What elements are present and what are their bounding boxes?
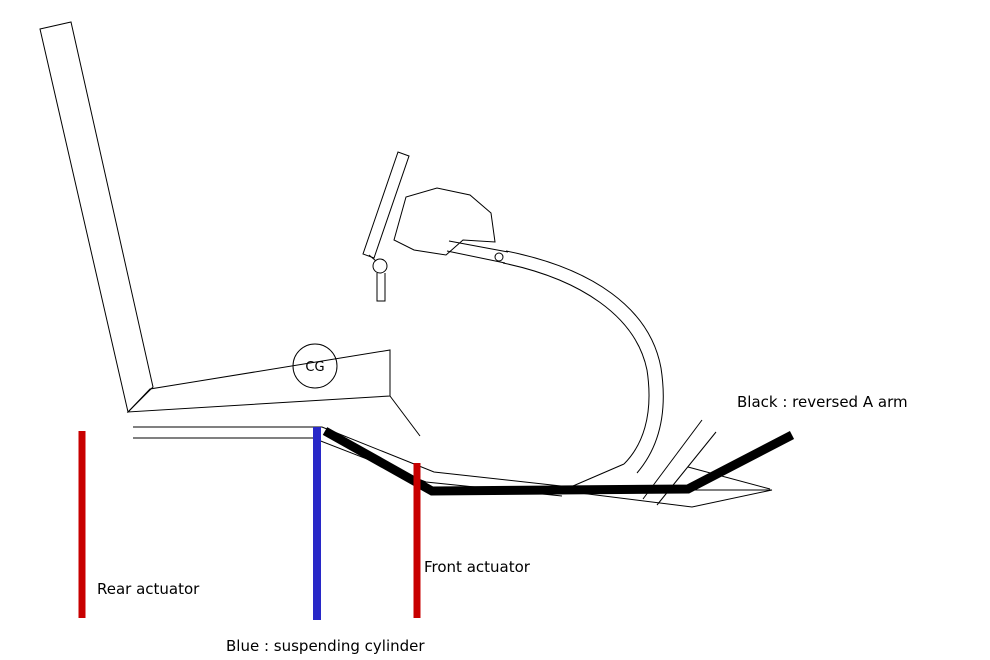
console-fairing-outline — [393, 187, 496, 256]
front-fork-top-line — [687, 466, 771, 490]
a-arm-label: Black : reversed A arm — [737, 393, 908, 411]
vehicle-sketch — [39, 21, 773, 508]
suspending-cylinder-label: Blue : suspending cylinder — [226, 637, 425, 655]
steering-wheel-outline — [362, 151, 410, 259]
frame-inner-curve — [502, 262, 650, 465]
frame-bottom-link-line — [565, 463, 625, 490]
rear-actuator-label: Rear actuator — [97, 580, 200, 598]
frame-pivot-circle — [494, 252, 504, 262]
front-actuator-label: Front actuator — [424, 558, 531, 576]
frame-top-link-lines — [446, 240, 509, 264]
steering-post-outline — [376, 273, 386, 302]
seat-to-frame-link-line — [389, 395, 421, 437]
a-arm-line — [322, 427, 795, 496]
underseat-frame-top-line — [133, 426, 571, 488]
steering-hub-circle — [372, 258, 388, 274]
seat-base-outline — [126, 349, 391, 413]
cg-label: CG — [305, 360, 324, 375]
cg-circle — [292, 343, 338, 389]
steering-column-link-line — [368, 254, 377, 262]
seat-back-outline — [39, 21, 154, 413]
frame-outer-curve — [505, 250, 664, 474]
